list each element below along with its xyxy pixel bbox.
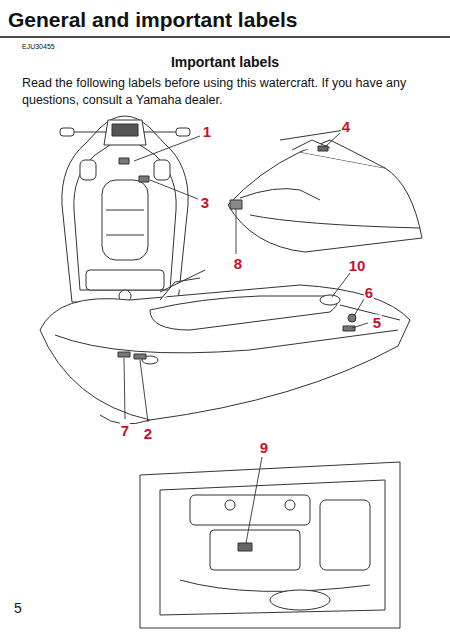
section-code: EJU30455 [22, 43, 55, 50]
callout-number: 1 [202, 124, 212, 139]
callout-number: 6 [364, 285, 374, 300]
page-title: General and important labels [8, 8, 297, 32]
engine-compartment-view [140, 462, 400, 628]
top-view [60, 116, 190, 302]
callout-number: 9 [259, 440, 269, 455]
callout-number: 2 [143, 426, 153, 441]
callout-number: 4 [341, 119, 351, 134]
perspective-view [40, 270, 410, 424]
callout-number: 7 [120, 423, 130, 438]
callout-number: 3 [200, 195, 210, 210]
section-heading: Important labels [0, 54, 450, 70]
callout-number: 10 [348, 258, 367, 273]
page-number: 5 [14, 600, 22, 616]
callout-number: 5 [372, 315, 382, 330]
front-side-view [228, 130, 422, 252]
header-rule [0, 36, 450, 38]
leader-lines [124, 133, 368, 543]
intro-text: Read the following labels before using t… [22, 75, 432, 109]
callout-number: 8 [233, 256, 243, 271]
